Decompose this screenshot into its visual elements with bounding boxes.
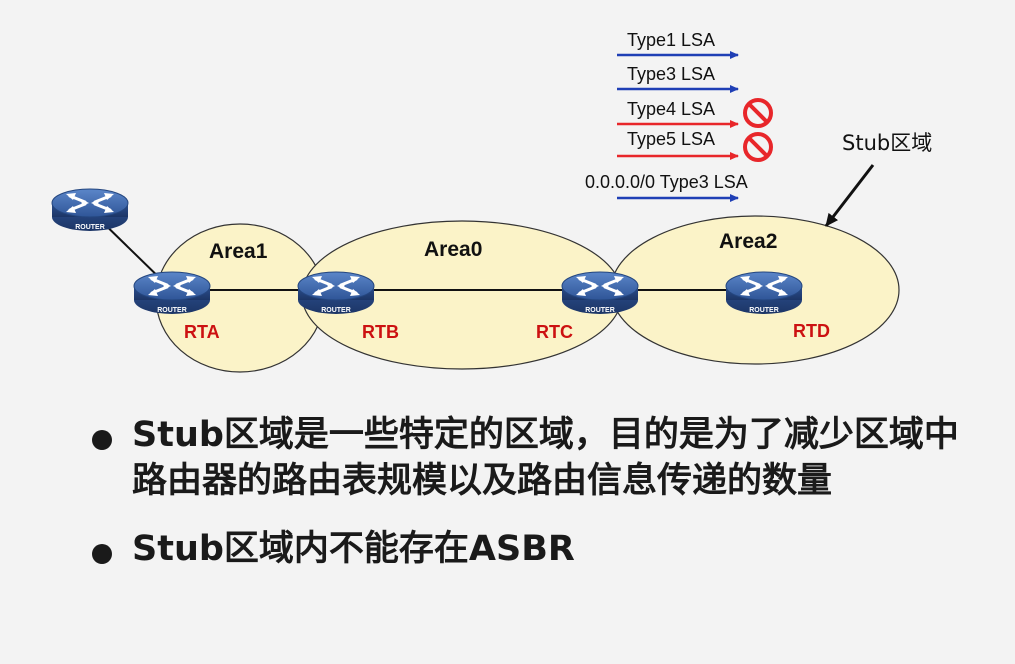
lsa-item: Type1 LSA (617, 30, 739, 59)
router-rta: ROUTER (132, 270, 212, 316)
router-name-rtc: RTC (536, 322, 573, 342)
bullet-dot (92, 544, 112, 564)
lsa-label: Type4 LSA (627, 99, 715, 119)
bullet-text: Stub区域内不能存在ASBR (132, 529, 575, 569)
bullet-text: Stub区域是一些特定的区域，目的是为了减少区域中路由器的路由表规模以及路由信息… (132, 415, 959, 501)
router-icon-label: ROUTER (749, 307, 779, 314)
bullet-list: Stub区域是一些特定的区域，目的是为了减少区域中路由器的路由表规模以及路由信息… (92, 412, 972, 572)
router-name-rta: RTA (184, 322, 220, 342)
lsa-item: 0.0.0.0/0 Type3 LSA (585, 172, 748, 202)
router-rtd: ROUTER (724, 270, 804, 316)
lsa-item: Type5 LSA (617, 129, 773, 162)
bullet-item: Stub区域内不能存在ASBR (92, 526, 972, 572)
lsa-item: Type3 LSA (617, 64, 739, 93)
router-icon-label: ROUTER (157, 307, 187, 314)
bullet-item: Stub区域是一些特定的区域，目的是为了减少区域中路由器的路由表规模以及路由信息… (92, 412, 972, 504)
lsa-label: Type3 LSA (627, 64, 715, 84)
router-rtb: ROUTER (296, 270, 376, 316)
lsa-item: Type4 LSA (617, 98, 773, 128)
bullet-dot (92, 430, 112, 450)
stub-callout-arrow (824, 164, 875, 227)
blocked-icon (743, 98, 773, 128)
ospf-stub-diagram: ROUTER ROUTER ROUTER ROUTER ROUTER Area1… (50, 30, 932, 373)
router-external: ROUTER (50, 187, 130, 233)
lsa-label: 0.0.0.0/0 Type3 LSA (585, 172, 748, 192)
router-name-rtd: RTD (793, 321, 830, 341)
area1-label: Area1 (209, 240, 268, 263)
blocked-icon (743, 132, 773, 162)
area0-label: Area0 (424, 238, 482, 261)
router-icon-label: ROUTER (75, 224, 105, 231)
router-rtc: ROUTER (560, 270, 640, 316)
router-name-rtb: RTB (362, 322, 399, 342)
lsa-list: Type1 LSA Type3 LSA Type4 LSA Type5 LSA … (585, 30, 773, 202)
lsa-label: Type5 LSA (627, 129, 715, 149)
area2-label: Area2 (719, 230, 777, 253)
lsa-label: Type1 LSA (627, 30, 715, 50)
router-icon-label: ROUTER (321, 307, 351, 314)
stub-callout-label: Stub区域 (842, 131, 932, 155)
router-icon-label: ROUTER (585, 307, 615, 314)
